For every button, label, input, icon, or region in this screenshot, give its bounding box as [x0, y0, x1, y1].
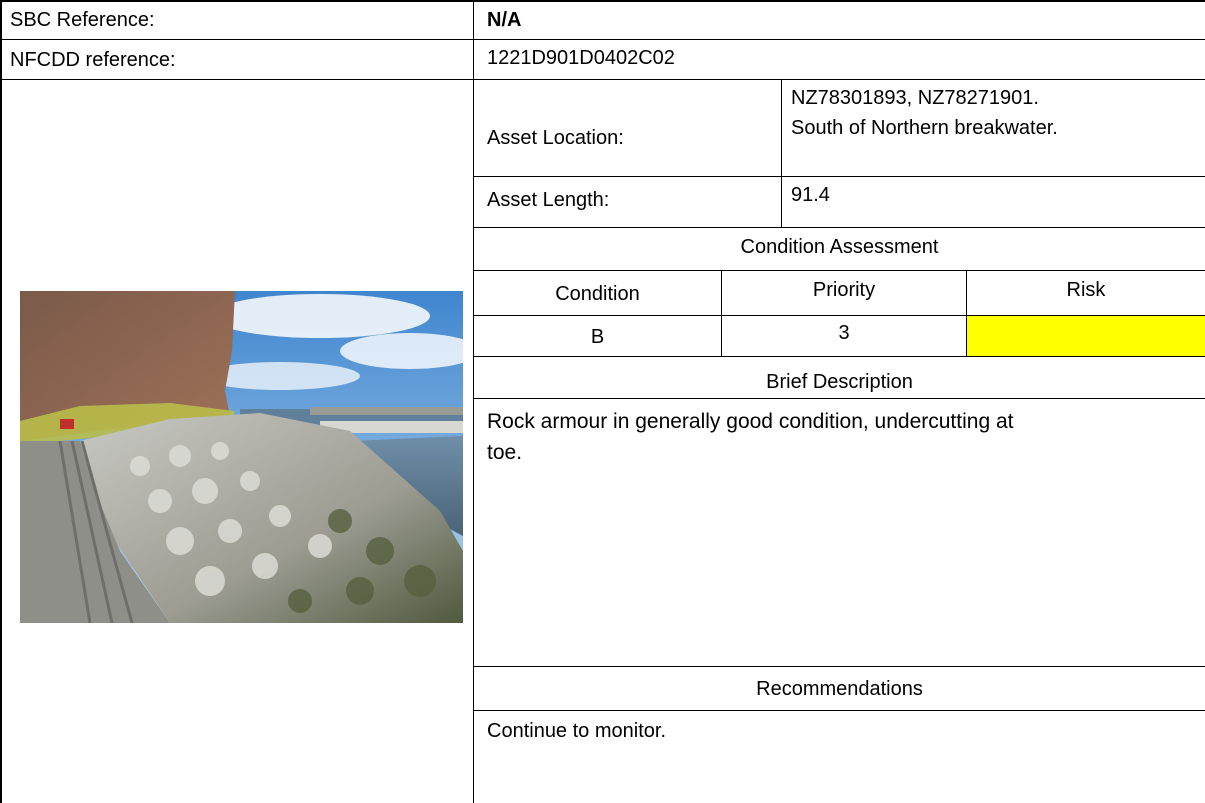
- grid-line: [0, 0, 1205, 2]
- recommendations-heading: Recommendations: [756, 678, 923, 700]
- grid-line: [966, 270, 967, 356]
- asset-length-value: 91.4: [791, 184, 830, 206]
- grid-line: [473, 666, 1205, 667]
- asset-location-line-2: South of Northern breakwater.: [791, 117, 1058, 139]
- sbc-reference-value: N/A: [487, 9, 522, 31]
- grid-line: [781, 79, 782, 227]
- asset-photo: [20, 291, 463, 623]
- priority-column-header: Priority: [812, 279, 876, 301]
- brief-description-line-2: toe.: [487, 441, 523, 464]
- asset-length-label: Asset Length:: [487, 189, 610, 211]
- condition-assessment-heading: Condition Assessment: [740, 236, 939, 258]
- grid-line: [473, 176, 1205, 177]
- brief-description-line-1: Rock armour in generally good condition,…: [487, 410, 1014, 433]
- nfcdd-reference-label: NFCDD reference:: [10, 49, 176, 71]
- brief-description-heading: Brief Description: [766, 371, 913, 393]
- grid-line: [473, 227, 1205, 228]
- grid-line: [0, 39, 1205, 40]
- sbc-reference-label: SBC Reference:: [10, 9, 155, 31]
- recommendations-text: Continue to monitor.: [487, 720, 666, 742]
- grid-line: [473, 270, 1205, 271]
- grid-line: [473, 0, 474, 803]
- condition-value: B: [590, 326, 605, 348]
- grid-line: [0, 0, 2, 803]
- grid-line: [473, 356, 1205, 357]
- nfcdd-reference-value: 1221D901D0402C02: [487, 47, 675, 69]
- asset-location-label: Asset Location:: [487, 127, 624, 149]
- risk-column-header: Risk: [1066, 279, 1106, 301]
- grid-line: [473, 315, 1205, 316]
- grid-line: [0, 79, 1205, 80]
- grid-line: [721, 270, 722, 356]
- grid-line: [473, 398, 1205, 399]
- grid-line: [473, 710, 1205, 711]
- asset-location-line-1: NZ78301893, NZ78271901.: [791, 87, 1039, 109]
- condition-column-header: Condition: [555, 283, 640, 305]
- risk-indicator: [967, 316, 1205, 356]
- priority-value: 3: [838, 322, 850, 344]
